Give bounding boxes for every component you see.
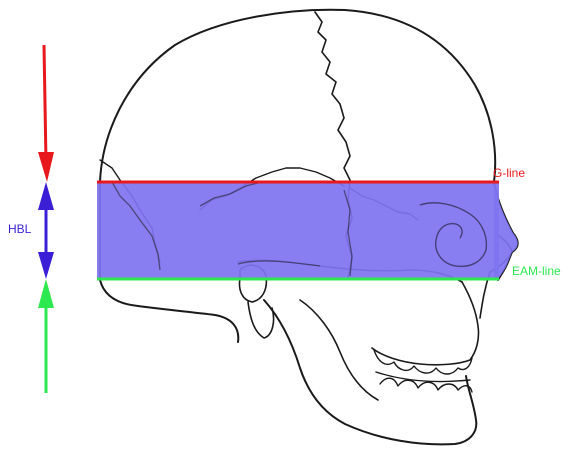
eam-line-label: EAM-line: [512, 264, 561, 278]
g-line-label: G-line: [493, 166, 525, 180]
hbl-double-arrow: [38, 182, 54, 279]
g-line-arrow: [38, 45, 54, 182]
mandible-outline: [264, 300, 476, 444]
mandible-ramus: [300, 300, 378, 400]
upper-teeth: [374, 350, 472, 374]
eam-line-arrow: [38, 279, 54, 393]
jaw-line: [376, 372, 470, 382]
maxilla-outline: [372, 282, 479, 365]
hbl-band: [97, 182, 499, 279]
hbl-label: HBL: [8, 222, 31, 236]
